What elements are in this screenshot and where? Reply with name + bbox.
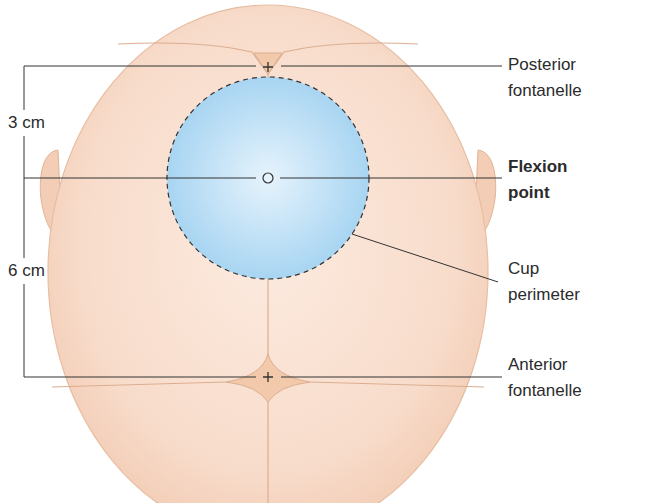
part-label: Anterior fontanelle (508, 352, 608, 404)
posterior-fontanelle-shape (254, 53, 282, 74)
part-label: Posterior fontanelle (508, 52, 608, 104)
part-label: Flexion point (508, 154, 608, 206)
plus-marks (263, 62, 273, 382)
part-label: Cup perimeter (508, 256, 608, 308)
dimension-label: 6 cm (6, 258, 47, 284)
flexion-point-mark (263, 173, 273, 183)
sutures (52, 43, 484, 503)
head-outline (48, 5, 488, 503)
anterior-fontanelle-shape (226, 354, 310, 402)
dimension-lines (24, 66, 256, 377)
leader-lines (280, 66, 502, 377)
dimension-label: 3 cm (6, 110, 47, 136)
